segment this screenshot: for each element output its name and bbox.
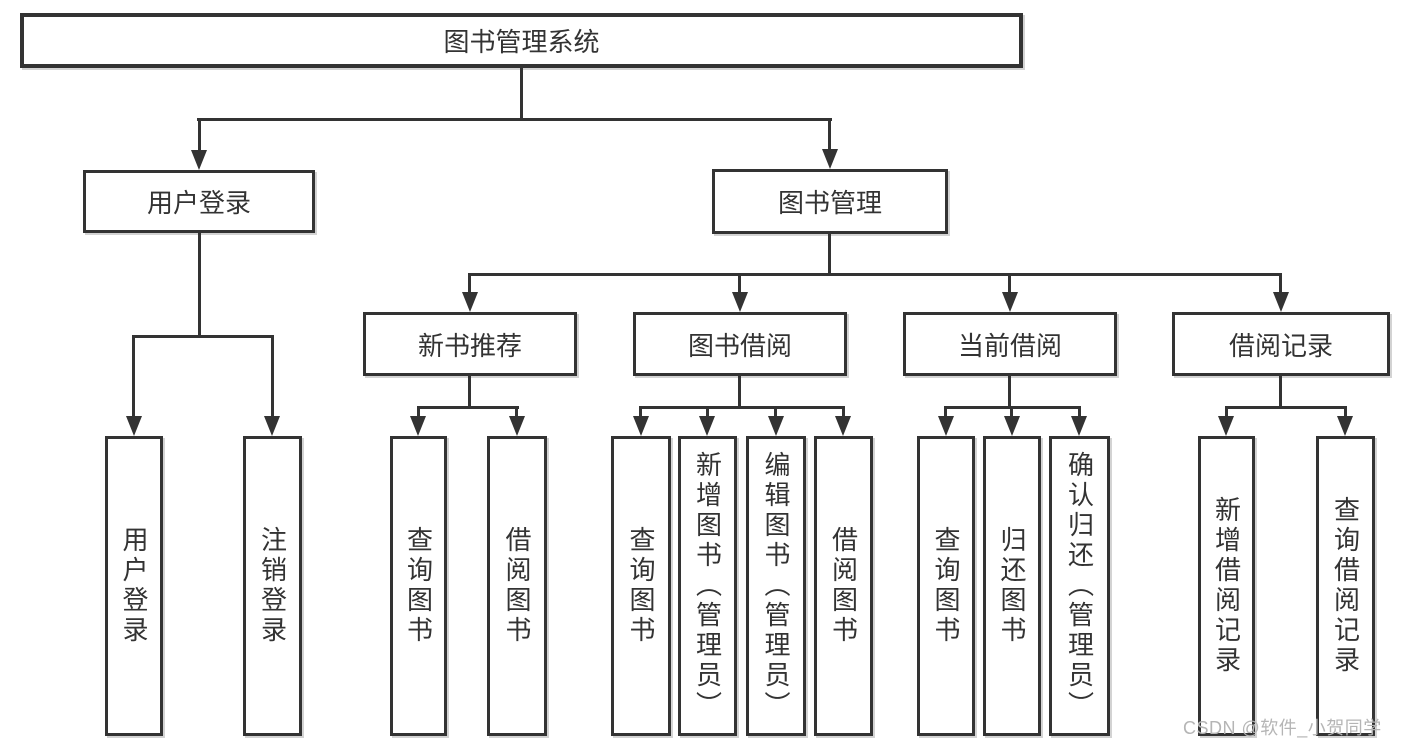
connector-line xyxy=(828,118,831,152)
node-label: 新书推荐 xyxy=(417,330,522,361)
leaf-query-books: 查询图书 xyxy=(611,436,671,736)
leaf-label: 查询借阅记录 xyxy=(1330,496,1361,676)
connector-line xyxy=(774,406,777,420)
connector-line xyxy=(417,406,519,409)
connector-line xyxy=(828,234,831,276)
connector-line xyxy=(520,68,523,120)
arrow-down-icon xyxy=(1004,416,1020,436)
leaf-add-books-admin: 新增图书（管理员） xyxy=(678,436,737,736)
arrow-down-icon xyxy=(732,292,748,312)
connector-line xyxy=(639,406,845,409)
arrow-down-icon xyxy=(126,416,142,436)
connector-line xyxy=(1225,406,1347,409)
leaf-query-borrow-record: 查询借阅记录 xyxy=(1316,436,1375,736)
connector-line xyxy=(738,273,741,295)
node-book-borrow: 图书借阅 xyxy=(633,312,847,376)
arrow-down-icon xyxy=(768,416,784,436)
leaf-user-login: 用户登录 xyxy=(105,436,163,736)
leaf-label: 确认归还（管理员） xyxy=(1064,451,1095,721)
arrow-down-icon xyxy=(633,416,649,436)
leaf-edit-books-admin: 编辑图书（管理员） xyxy=(746,436,806,736)
leaf-return-books: 归还图书 xyxy=(983,436,1041,736)
connector-line xyxy=(738,376,741,408)
leaf-logout: 注销登录 xyxy=(243,436,302,736)
arrow-down-icon xyxy=(462,292,478,312)
connector-line xyxy=(132,335,135,419)
leaf-confirm-return-admin: 确认归还（管理员） xyxy=(1049,436,1110,736)
node-label: 图书借阅 xyxy=(687,330,792,361)
connector-line xyxy=(1078,406,1081,420)
connector-line xyxy=(515,406,518,420)
arrow-down-icon xyxy=(822,149,838,169)
connector-line xyxy=(1344,406,1347,420)
connector-line xyxy=(417,406,420,420)
leaf-label: 新增借阅记录 xyxy=(1211,496,1242,676)
leaf-label: 查询图书 xyxy=(626,526,656,646)
leaf-label: 借阅图书 xyxy=(502,526,532,646)
connector-line xyxy=(197,118,832,121)
connector-line xyxy=(639,406,642,420)
connector-line xyxy=(1008,376,1011,408)
leaf-label: 编辑图书（管理员） xyxy=(761,451,791,721)
leaf-label: 用户登录 xyxy=(119,526,149,646)
connector-line xyxy=(1279,273,1282,295)
leaf-label: 新增图书（管理员） xyxy=(692,451,723,721)
node-borrow-records: 借阅记录 xyxy=(1172,312,1390,376)
node-user-login: 用户登录 xyxy=(83,170,315,233)
node-root: 图书管理系统 xyxy=(20,13,1023,68)
connector-line xyxy=(198,118,201,152)
connector-line xyxy=(1279,376,1282,408)
node-new-book-recommend: 新书推荐 xyxy=(363,312,577,376)
leaf-borrow-books: 借阅图书 xyxy=(487,436,547,736)
arrow-down-icon xyxy=(410,416,426,436)
arrow-down-icon xyxy=(1273,292,1289,312)
leaf-label: 归还图书 xyxy=(997,526,1027,646)
connector-line xyxy=(1225,406,1228,420)
arrow-down-icon xyxy=(1218,416,1234,436)
node-label: 用户登录 xyxy=(146,188,251,218)
connector-line xyxy=(468,273,1282,276)
leaf-label: 注销登录 xyxy=(257,526,288,646)
node-book-management: 图书管理 xyxy=(712,169,948,234)
leaf-borrow-books: 借阅图书 xyxy=(814,436,873,736)
connector-line xyxy=(132,335,274,338)
connector-line xyxy=(944,406,947,420)
arrow-down-icon xyxy=(264,416,280,436)
connector-line xyxy=(1008,273,1011,295)
connector-line xyxy=(271,335,274,419)
arrow-down-icon xyxy=(1071,416,1087,436)
arrow-down-icon xyxy=(699,416,715,436)
leaf-query-books: 查询图书 xyxy=(390,436,447,736)
connector-line xyxy=(842,406,845,420)
arrow-down-icon xyxy=(1337,416,1353,436)
leaf-query-books: 查询图书 xyxy=(917,436,975,736)
csdn-watermark: CSDN @软件_小贺同学 xyxy=(1183,718,1382,738)
connector-line xyxy=(468,273,471,295)
connector-line xyxy=(468,376,471,408)
node-label: 图书管理 xyxy=(777,188,882,218)
connector-line xyxy=(198,233,201,336)
arrow-down-icon xyxy=(938,416,954,436)
leaf-label: 查询图书 xyxy=(403,526,434,646)
leaf-label: 查询图书 xyxy=(931,526,961,646)
arrow-down-icon xyxy=(191,150,207,170)
leaf-add-borrow-record: 新增借阅记录 xyxy=(1198,436,1255,736)
node-current-borrow: 当前借阅 xyxy=(903,312,1117,376)
connector-line xyxy=(1010,406,1013,420)
arrow-down-icon xyxy=(835,416,851,436)
node-root-label: 图书管理系统 xyxy=(443,27,600,57)
node-label: 借阅记录 xyxy=(1228,330,1333,361)
connector-line xyxy=(706,406,709,420)
arrow-down-icon xyxy=(1002,292,1018,312)
leaf-label: 借阅图书 xyxy=(828,526,859,646)
node-label: 当前借阅 xyxy=(957,330,1062,361)
arrow-down-icon xyxy=(509,416,525,436)
